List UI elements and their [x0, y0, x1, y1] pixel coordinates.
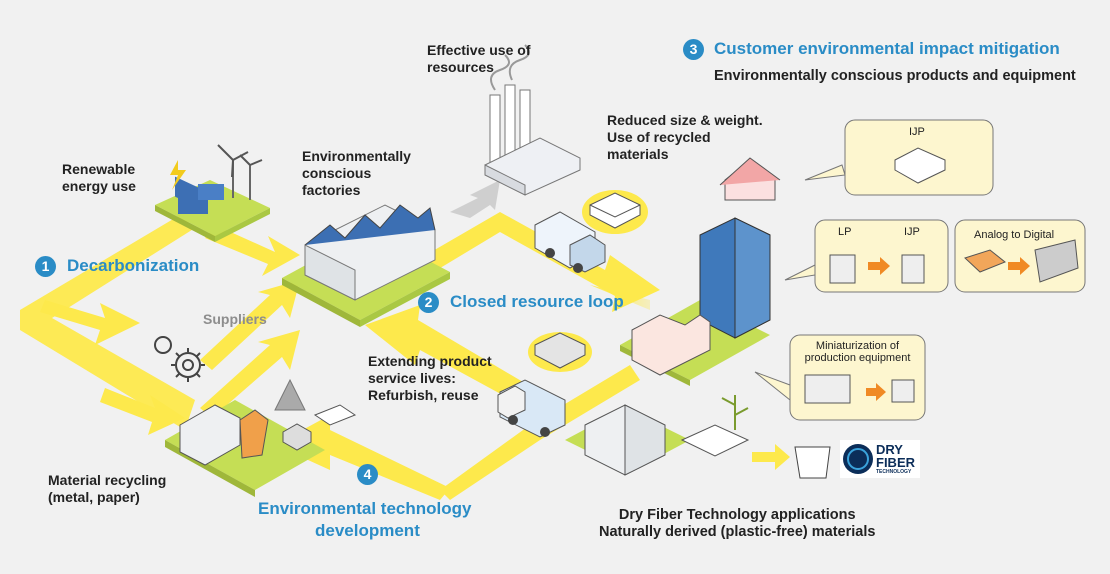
stage-3-subtitle: Environmentally conscious products and e… — [714, 68, 1076, 84]
callout-analog-label: Analog to Digital — [974, 229, 1055, 241]
stage-3-title: Customer environmental impact mitigation — [714, 39, 1060, 58]
stage-2-title: Closed resource loop — [450, 292, 624, 311]
resource-factory-illustration — [484, 44, 581, 196]
label-suppliers: Suppliers — [203, 311, 267, 327]
flow-paths — [20, 212, 790, 500]
dryfiber-logo-text: DRY FIBER TECHNOLOGY — [876, 442, 915, 475]
dryfiber-building-illustration — [565, 404, 690, 476]
callout-miniaturization — [754, 334, 926, 421]
dryfiber-products-illustration — [680, 395, 831, 479]
city-illustration — [620, 157, 781, 386]
callout-lp-ijp — [784, 219, 949, 293]
delivery-truck-bottom — [497, 379, 566, 438]
printer-product-illustration — [582, 190, 648, 234]
callout-ijp2-label: IJP — [904, 226, 920, 238]
refurbish-printer-illustration — [528, 332, 592, 372]
factory-illustration — [282, 204, 450, 327]
stage-4-title-line2: development — [315, 521, 420, 540]
resources-arrow — [450, 180, 500, 218]
label-material: Material recycling(metal, paper) — [48, 472, 167, 505]
stage-1-title: Decarbonization — [67, 256, 200, 275]
stage-4-badge: 4 — [357, 464, 378, 485]
stage-1-badge: 1 — [35, 256, 56, 277]
stage-2-badge: 2 — [418, 292, 439, 313]
recycling-illustration — [165, 378, 357, 497]
callout-ijp-label: IJP — [909, 126, 925, 138]
delivery-truck-top — [534, 211, 606, 273]
callout-ijp — [804, 119, 994, 196]
callout-lp-label: LP — [838, 226, 852, 238]
stage-3-badge: 3 — [683, 39, 704, 60]
callout-analog — [954, 219, 1086, 293]
dryfiber-logo — [840, 440, 920, 478]
renewable-energy-illustration — [155, 144, 270, 242]
stage-4-title-line1: Environmental technology — [258, 499, 472, 518]
supplier-gear-icon — [154, 336, 205, 382]
